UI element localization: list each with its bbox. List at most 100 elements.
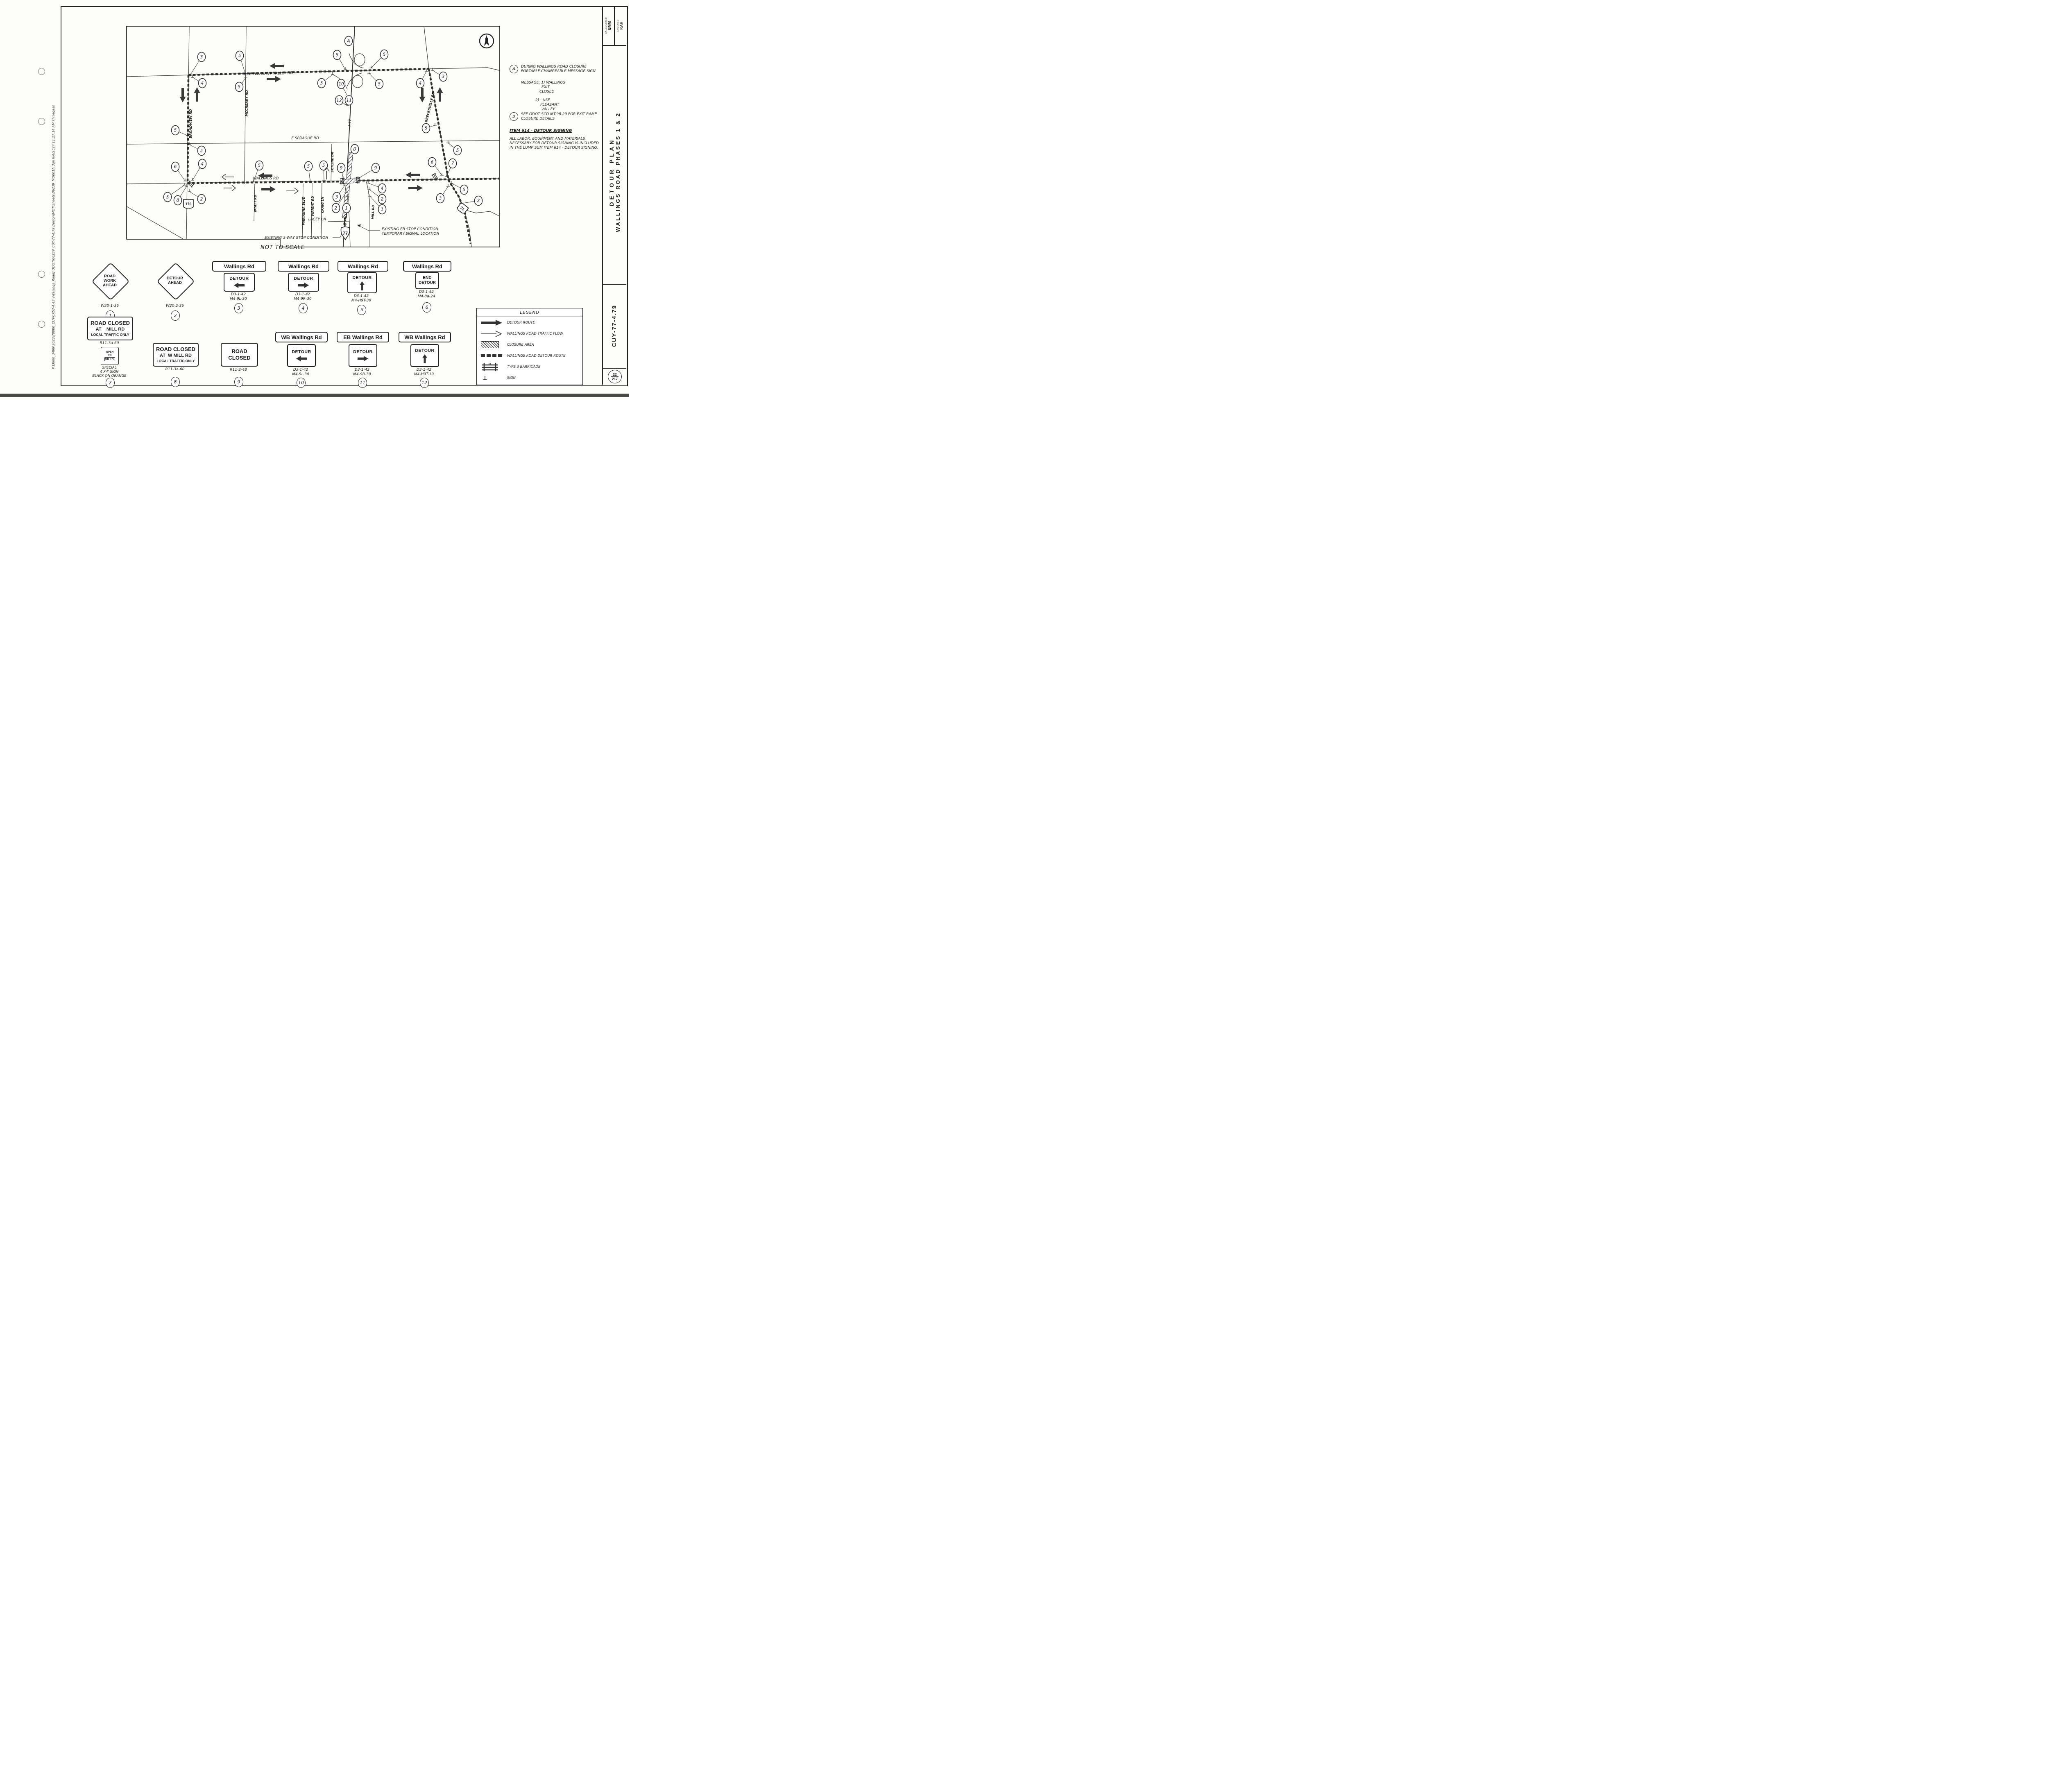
callout-circle <box>171 161 180 172</box>
callout-circle <box>371 163 380 173</box>
sign-tick <box>440 173 444 176</box>
titleblock-rule <box>602 284 626 285</box>
sign-tick <box>244 72 247 75</box>
titleblock-rule <box>602 368 626 369</box>
callout-circle <box>163 192 172 202</box>
callout-number: 5 <box>320 81 323 86</box>
sign-tick <box>188 73 192 76</box>
sign-tick <box>191 178 194 181</box>
callout-circle <box>380 49 389 60</box>
callout-circle <box>421 123 430 134</box>
sign-number-5: 5 <box>357 305 366 315</box>
road-craig <box>321 183 322 240</box>
road-label-craig: CRAIG LN <box>321 196 324 213</box>
callout-circle <box>173 195 182 206</box>
sign-detour-ahead: DETOUR AHEAD <box>156 262 195 301</box>
i77-shield: 77 <box>340 227 350 240</box>
sign-detour-left: DETOUR <box>287 344 316 367</box>
type3-barricade-icon <box>481 362 507 372</box>
callout-number: 3 <box>335 195 338 200</box>
callout-circle <box>453 145 462 156</box>
sign-code: W20-2-36 <box>165 304 184 308</box>
closure-area-icon <box>481 341 507 348</box>
road-label-pleasant-valley: E PLEASANT VALLEY RD <box>249 71 293 77</box>
traffic-flow-arrow <box>221 174 234 180</box>
svg-text:77: 77 <box>343 231 348 236</box>
road-label-wyatt: WYATT RD <box>254 195 257 212</box>
property-line <box>126 206 184 240</box>
detour-route-arrow <box>406 172 420 178</box>
callout-circle <box>331 203 340 213</box>
callout-circle <box>350 144 359 154</box>
road-wright <box>311 183 313 240</box>
callout-number: 2 <box>335 206 338 211</box>
interchange-ramp <box>347 72 362 86</box>
callout-number: 5 <box>258 163 261 168</box>
sign-tick <box>331 72 334 75</box>
detour-route-wallings-west <box>187 180 343 184</box>
note-a-text: PORTABLE CHANGEABLE MESSAGE SIGN <box>521 69 596 73</box>
svg-text:N: N <box>485 37 488 42</box>
callout-circle <box>378 204 387 215</box>
road-e-sprague <box>126 140 500 145</box>
sign-road-closed-w-mill: ROAD CLOSED AT W MILL RD LOCAL TRAFFIC O… <box>153 343 199 367</box>
type3-barricade <box>187 180 195 188</box>
sign-street-header: WB Wallings Rd <box>275 332 328 342</box>
detour-route-arrow <box>408 185 423 191</box>
callout-circle <box>474 195 483 206</box>
legend-row: SIGN <box>477 372 582 383</box>
callout-number: 9 <box>374 166 377 171</box>
legend-row: DETOUR ROUTE <box>477 317 582 328</box>
legend-title: LEGEND <box>477 308 582 317</box>
legend-row: WALLINGS ROAD DETOUR ROUTE <box>477 350 582 361</box>
callout-circle <box>378 183 387 194</box>
callout-circle <box>344 95 353 106</box>
callout-number: 7 <box>451 161 454 166</box>
type3-barricade <box>431 173 438 181</box>
sign-number-11: 11 <box>358 378 367 388</box>
road-label-mill: MILL RD <box>371 205 375 220</box>
road-skyline <box>331 144 332 184</box>
callout-number: 10 <box>338 82 344 87</box>
sign-detour-up: DETOUR <box>410 344 439 367</box>
note-a-message: PLEASANT <box>540 103 560 107</box>
road-wyatt <box>254 184 255 222</box>
callout-circle <box>436 193 445 204</box>
sign-detour-right: DETOUR <box>288 273 319 292</box>
sign-tick <box>446 184 450 187</box>
detour-route-arrow <box>437 87 443 102</box>
type3-barricade <box>340 177 345 185</box>
sign-number-2: 2 <box>171 310 180 321</box>
callout-circle <box>333 50 342 60</box>
sign-code: R11-2-48 <box>230 368 247 372</box>
note-a-message: EXIT <box>541 85 550 89</box>
callout-number: 4 <box>381 186 384 191</box>
callout-circle <box>460 184 469 195</box>
item-614-text: IN THE LUMP SUM ITEM 614 - DETOUR SIGNIN… <box>510 146 598 150</box>
road-label-i77: I-77 <box>348 119 352 127</box>
road-label-lacey: LACEY LN <box>308 217 326 222</box>
sign-tick <box>459 201 462 204</box>
sign-tick <box>369 66 373 68</box>
callout-number: 6 <box>431 160 434 165</box>
sign-code: W20-1-36 <box>100 304 119 308</box>
note-a-circle: A <box>510 65 518 73</box>
right-arrow-icon <box>357 356 369 362</box>
callout-circle <box>197 52 206 62</box>
detour-route-arrow <box>267 76 281 82</box>
note-b-text: CLOSURE DETAILS <box>521 117 555 121</box>
sign-detour-right: DETOUR <box>349 344 377 367</box>
callout-number: 8 <box>177 198 179 203</box>
sign-detour-up: DETOUR <box>347 272 377 293</box>
sign-tick <box>183 183 186 186</box>
sign-tick <box>368 194 372 197</box>
sign-open-to-nb-i77: OPEN TO NB I-77 <box>101 347 119 365</box>
callout-number: 5 <box>166 195 169 200</box>
road-lacey <box>327 221 350 222</box>
interchange-loop <box>354 53 365 66</box>
sign-detour-left: DETOUR <box>224 273 255 292</box>
traffic-flow-arrow <box>224 185 236 191</box>
detour-route-arrow <box>258 172 272 179</box>
